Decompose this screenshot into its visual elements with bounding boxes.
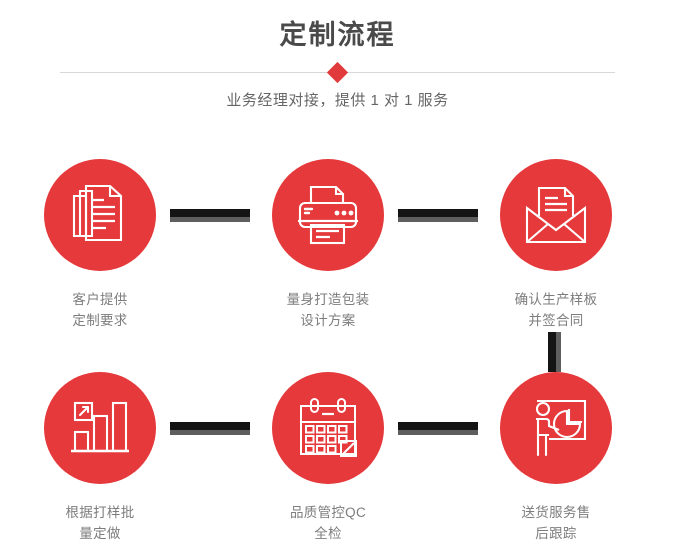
connector-step1-step2: [170, 209, 250, 222]
connector-step5-step6: [398, 422, 478, 435]
step-4-label-line2: 量定做: [79, 526, 121, 541]
connector-bar: [398, 209, 478, 217]
connector-shadow: [398, 217, 478, 222]
step-6-circle: [500, 372, 612, 484]
step-4-circle: [44, 372, 156, 484]
connector-bar: [548, 332, 556, 372]
page-subtitle: 业务经理对接，提供 1 对 1 服务: [226, 92, 449, 109]
connector-shadow: [170, 430, 250, 435]
step-item-1[interactable]: 客户提供 定制要求: [10, 159, 190, 331]
step-6-label: 送货服务售 后跟踪: [466, 502, 646, 544]
step-1-label-line1: 客户提供: [72, 292, 128, 307]
step-5-label: 品质管控QC 全检: [238, 502, 418, 544]
connector-bar: [398, 422, 478, 430]
diamond-icon: [326, 61, 349, 83]
step-2-label-line2: 设计方案: [300, 313, 356, 328]
step-4-label-line1: 根据打样批: [65, 505, 135, 520]
step-5-label-line1: 品质管控QC: [289, 505, 367, 520]
step-3-label: 确认生产样板 并签合同: [466, 289, 646, 331]
step-2-circle: [272, 159, 384, 271]
connector-shadow: [556, 332, 561, 372]
connector-step3-step6: [548, 332, 561, 372]
step-1-label-line2: 定制要求: [72, 313, 128, 328]
connector-bar: [170, 209, 250, 217]
step-3-label-line2: 并签合同: [528, 313, 584, 328]
step-5-circle: [272, 372, 384, 484]
title-divider: [60, 61, 615, 86]
connector-step4-step5: [170, 422, 250, 435]
step-item-3[interactable]: 确认生产样板 并签合同: [466, 159, 646, 331]
step-3-label-line1: 确认生产样板: [514, 292, 598, 307]
step-item-2[interactable]: 量身打造包装 设计方案: [238, 159, 418, 331]
step-5-label-line2: 全检: [314, 526, 342, 541]
connector-bar: [170, 422, 250, 430]
step-item-6[interactable]: 送货服务售 后跟踪: [466, 372, 646, 544]
page-title: 定制流程: [279, 20, 396, 50]
step-1-label: 客户提供 定制要求: [10, 289, 190, 331]
step-item-4[interactable]: 根据打样批 量定做: [10, 372, 190, 544]
step-4-label: 根据打样批 量定做: [10, 502, 190, 544]
step-1-circle: [44, 159, 156, 271]
step-item-5[interactable]: 品质管控QC 全检: [238, 372, 418, 544]
step-2-label: 量身打造包装 设计方案: [238, 289, 418, 331]
step-6-label-line1: 送货服务售: [521, 505, 591, 520]
step-6-label-line2: 后跟踪: [535, 526, 577, 541]
step-3-circle: [500, 159, 612, 271]
step-2-label-line1: 量身打造包装: [286, 292, 370, 307]
connector-shadow: [170, 217, 250, 222]
connector-shadow: [398, 430, 478, 435]
connector-step2-step3: [398, 209, 478, 222]
